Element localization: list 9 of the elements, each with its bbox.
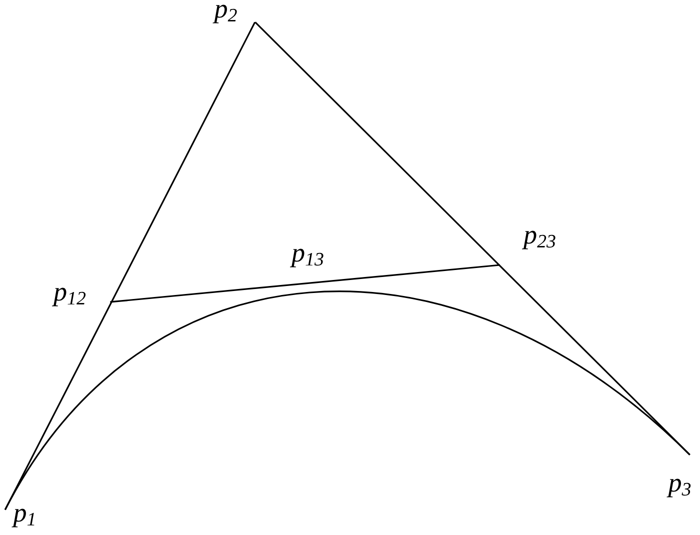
point-label: p$_{12}$ [52, 288, 86, 306]
curve [4, 292, 690, 510]
line [4, 22, 256, 510]
point-label: p$_{13}$ [290, 248, 324, 268]
point-label: p$_{23}$ [522, 230, 556, 250]
point-label: p$_{1}$ [12, 508, 34, 528]
point-label: p$_{3}$ [666, 478, 691, 498]
point-label: p$_{2}$ [212, 4, 237, 24]
line [110, 264, 500, 303]
